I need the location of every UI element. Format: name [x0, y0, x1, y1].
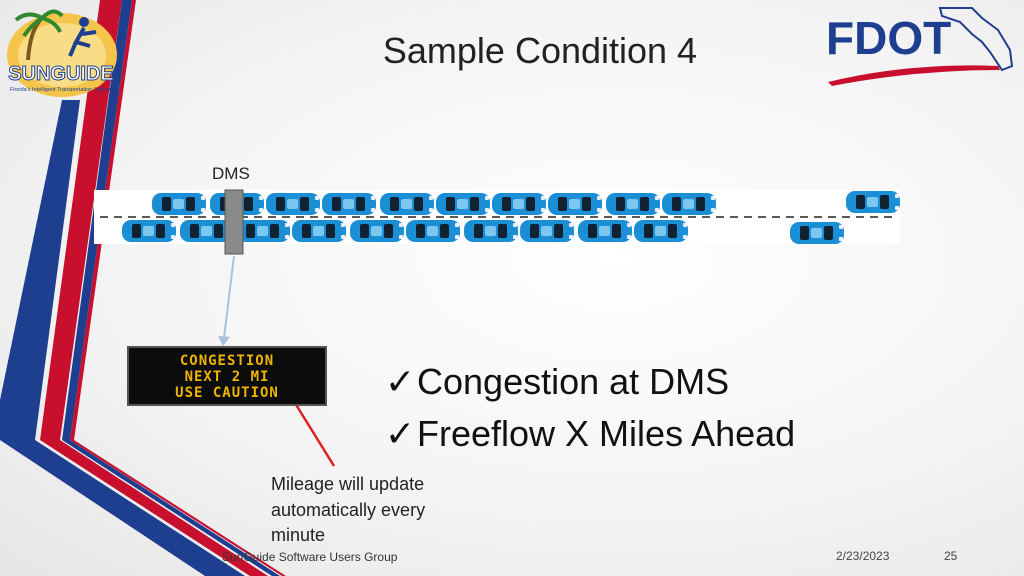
dms-label: DMS — [212, 164, 250, 183]
car-icon — [436, 193, 490, 215]
checkmark-icon: ✓ — [385, 361, 416, 402]
dms-arrow-line — [223, 255, 235, 339]
car-icon — [292, 220, 346, 242]
bullet-text: Freeflow X Miles Ahead — [417, 413, 796, 454]
bullet-item: ✓Freeflow X Miles Ahead — [385, 408, 795, 460]
bullet-text: Congestion at DMS — [417, 361, 730, 402]
svg-text:Florida's Intelligent Transpor: Florida's Intelligent Transportation Sys… — [10, 87, 113, 93]
sunguide-logo: SUNGUIDE Florida's Intelligent Transport… — [7, 9, 117, 97]
car-icon — [846, 191, 900, 213]
car-icon — [520, 220, 574, 242]
car-icon — [122, 220, 176, 242]
dms-line-3: USE CAUTION — [175, 385, 279, 401]
page-number: 25 — [944, 549, 958, 563]
car-icon — [406, 220, 460, 242]
car-icon — [322, 193, 376, 215]
bullet-list: ✓Congestion at DMS ✓Freeflow X Miles Ahe… — [385, 356, 795, 460]
checkmark-icon: ✓ — [385, 413, 416, 454]
dms-line-2: NEXT 2 MI — [184, 369, 270, 385]
car-icon — [790, 222, 844, 244]
car-icon — [606, 193, 660, 215]
dms-arrow-head — [218, 336, 230, 346]
car-icon — [634, 220, 688, 242]
dms-sign: CONGESTION NEXT 2 MI USE CAUTION — [127, 346, 327, 406]
car-icon — [266, 193, 320, 215]
slide-date: 2/23/2023 — [836, 549, 890, 563]
car-icon — [180, 220, 234, 242]
car-icon — [464, 220, 518, 242]
car-icon — [662, 193, 716, 215]
footer-text: SunGuide Software Users Group — [222, 550, 398, 564]
car-icon — [350, 220, 404, 242]
slide-title: Sample Condition 4 — [382, 30, 698, 71]
car-icon — [236, 220, 290, 242]
dms-post — [224, 189, 244, 255]
dms-line-1: CONGESTION — [179, 353, 275, 369]
car-icon — [380, 193, 434, 215]
mileage-note: Mileage will update automatically every … — [271, 474, 426, 545]
car-icon — [492, 193, 546, 215]
svg-text:SUNGUIDE: SUNGUIDE — [8, 63, 114, 85]
car-icon — [152, 193, 206, 215]
svg-text:FDOT: FDOT — [826, 12, 951, 64]
bullet-item: ✓Congestion at DMS — [385, 356, 795, 408]
fdot-logo: FDOT — [826, 7, 1014, 86]
car-icon — [578, 220, 632, 242]
car-icon — [548, 193, 602, 215]
